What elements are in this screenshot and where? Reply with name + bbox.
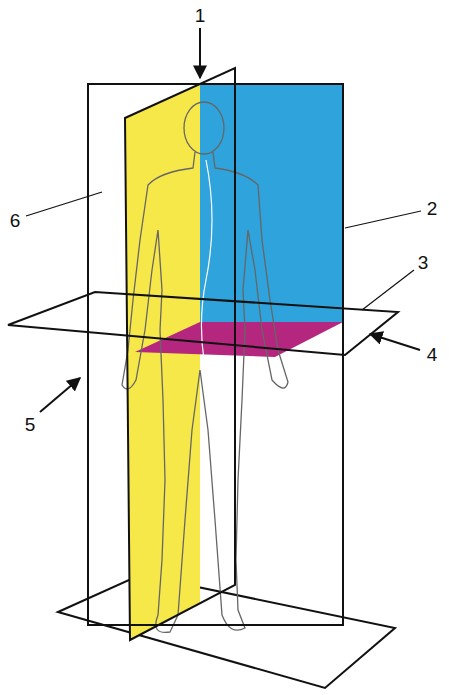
callout-number: 4 <box>425 344 440 365</box>
coronal-plane-outline <box>88 84 343 625</box>
floor-plane <box>58 575 395 688</box>
pointer-arrow <box>199 28 201 78</box>
leader-line <box>26 192 102 216</box>
callout-number: 2 <box>425 198 440 219</box>
coronal-plane-fill <box>200 84 343 322</box>
human-figure <box>122 102 288 632</box>
transverse-plane-outline <box>8 292 398 355</box>
leader-line <box>345 211 421 228</box>
leader-line <box>362 270 414 310</box>
pointer-arrow <box>370 334 420 350</box>
callout-number: 5 <box>23 414 38 435</box>
pointer-arrow <box>40 378 80 412</box>
sagittal-plane-outline <box>125 68 235 640</box>
callout-number: 3 <box>416 252 431 273</box>
callout-number: 6 <box>8 210 23 231</box>
callout-number: 1 <box>193 5 208 26</box>
